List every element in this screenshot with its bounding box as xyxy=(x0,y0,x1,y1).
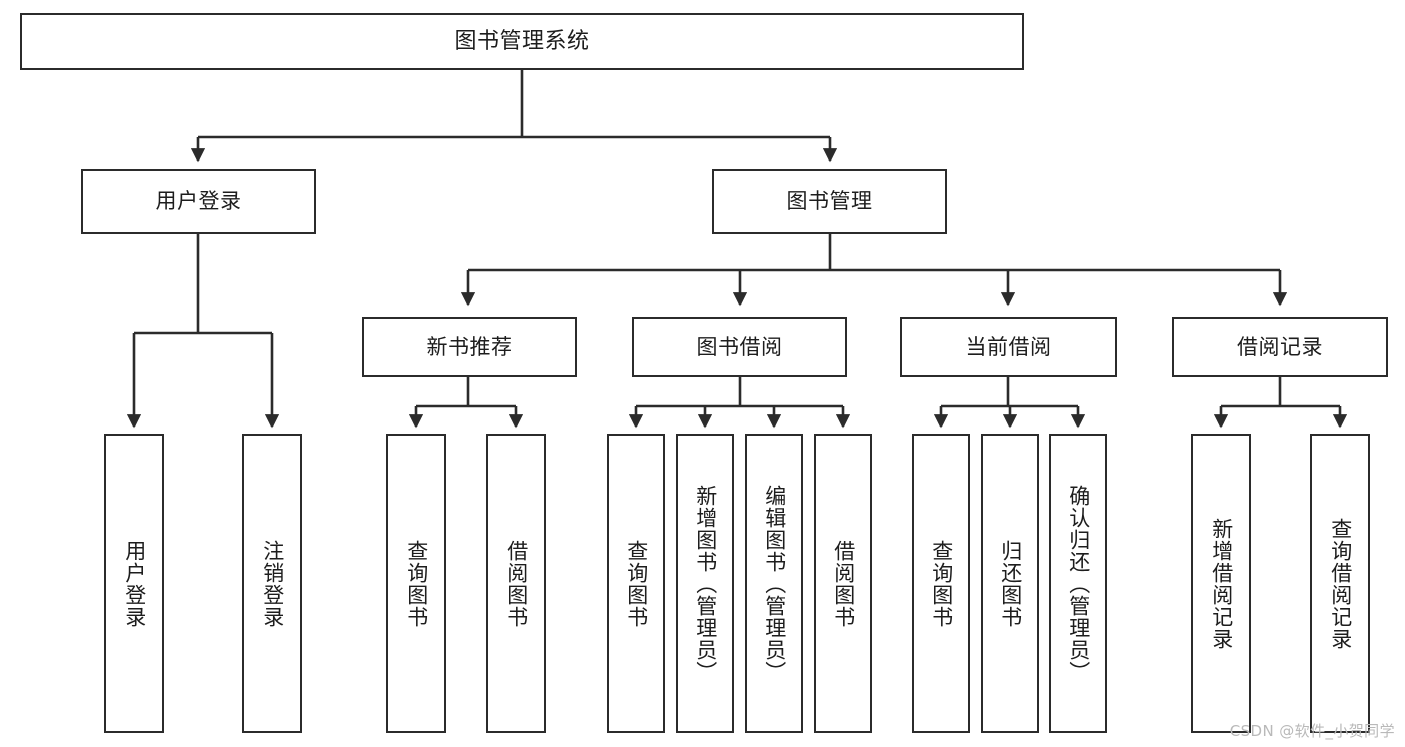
node-book-management[interactable]: 图书管理 xyxy=(712,169,947,234)
leaf-new-book-query[interactable]: 查询图书 xyxy=(386,434,446,733)
node-current-borrow-label: 当前借阅 xyxy=(965,334,1052,359)
node-book-borrow-label: 图书借阅 xyxy=(696,334,783,359)
leaf-book-borrow-lend-label: 借阅图书 xyxy=(831,539,856,628)
leaf-record-add[interactable]: 新增借阅记录 xyxy=(1191,434,1251,733)
leaf-new-book-query-label: 查询图书 xyxy=(404,539,429,628)
leaf-new-book-borrow[interactable]: 借阅图书 xyxy=(486,434,546,733)
leaf-current-borrow-query-label: 查询图书 xyxy=(929,539,954,628)
node-new-book-recommend[interactable]: 新书推荐 xyxy=(362,317,577,377)
node-new-book-recommend-label: 新书推荐 xyxy=(426,334,513,359)
node-current-borrow[interactable]: 当前借阅 xyxy=(900,317,1117,377)
leaf-book-borrow-edit[interactable]: 编辑图书（管理员） xyxy=(745,434,803,733)
leaf-current-borrow-confirm[interactable]: 确认归还（管理员） xyxy=(1049,434,1107,733)
leaf-current-borrow-return[interactable]: 归还图书 xyxy=(981,434,1039,733)
leaf-current-borrow-confirm-label: 确认归还（管理员） xyxy=(1066,484,1091,683)
node-book-management-label: 图书管理 xyxy=(786,189,873,214)
leaf-record-query-label: 查询借阅记录 xyxy=(1328,517,1353,650)
leaf-book-borrow-add-label: 新增图书（管理员） xyxy=(693,484,718,683)
leaf-current-borrow-query[interactable]: 查询图书 xyxy=(912,434,970,733)
watermark: CSDN @软件_小贺同学 xyxy=(1229,722,1395,740)
node-book-borrow[interactable]: 图书借阅 xyxy=(632,317,847,377)
node-root-label: 图书管理系统 xyxy=(454,28,590,54)
leaf-book-borrow-query-label: 查询图书 xyxy=(624,539,649,628)
leaf-new-book-borrow-label: 借阅图书 xyxy=(504,539,529,628)
leaf-current-borrow-return-label: 归还图书 xyxy=(998,539,1023,628)
leaf-user-login-logout-label: 注销登录 xyxy=(260,539,285,628)
node-user-login-label: 用户登录 xyxy=(155,189,242,214)
node-root[interactable]: 图书管理系统 xyxy=(20,13,1024,70)
leaf-user-login-login-label: 用户登录 xyxy=(122,539,147,628)
leaf-book-borrow-add[interactable]: 新增图书（管理员） xyxy=(676,434,734,733)
leaf-user-login-login[interactable]: 用户登录 xyxy=(104,434,164,733)
leaf-user-login-logout[interactable]: 注销登录 xyxy=(242,434,302,733)
leaf-record-add-label: 新增借阅记录 xyxy=(1209,517,1234,650)
node-user-login[interactable]: 用户登录 xyxy=(81,169,316,234)
node-borrow-record[interactable]: 借阅记录 xyxy=(1172,317,1388,377)
leaf-book-borrow-edit-label: 编辑图书（管理员） xyxy=(762,484,787,683)
leaf-record-query[interactable]: 查询借阅记录 xyxy=(1310,434,1370,733)
leaf-book-borrow-lend[interactable]: 借阅图书 xyxy=(814,434,872,733)
leaf-book-borrow-query[interactable]: 查询图书 xyxy=(607,434,665,733)
node-borrow-record-label: 借阅记录 xyxy=(1237,334,1323,359)
